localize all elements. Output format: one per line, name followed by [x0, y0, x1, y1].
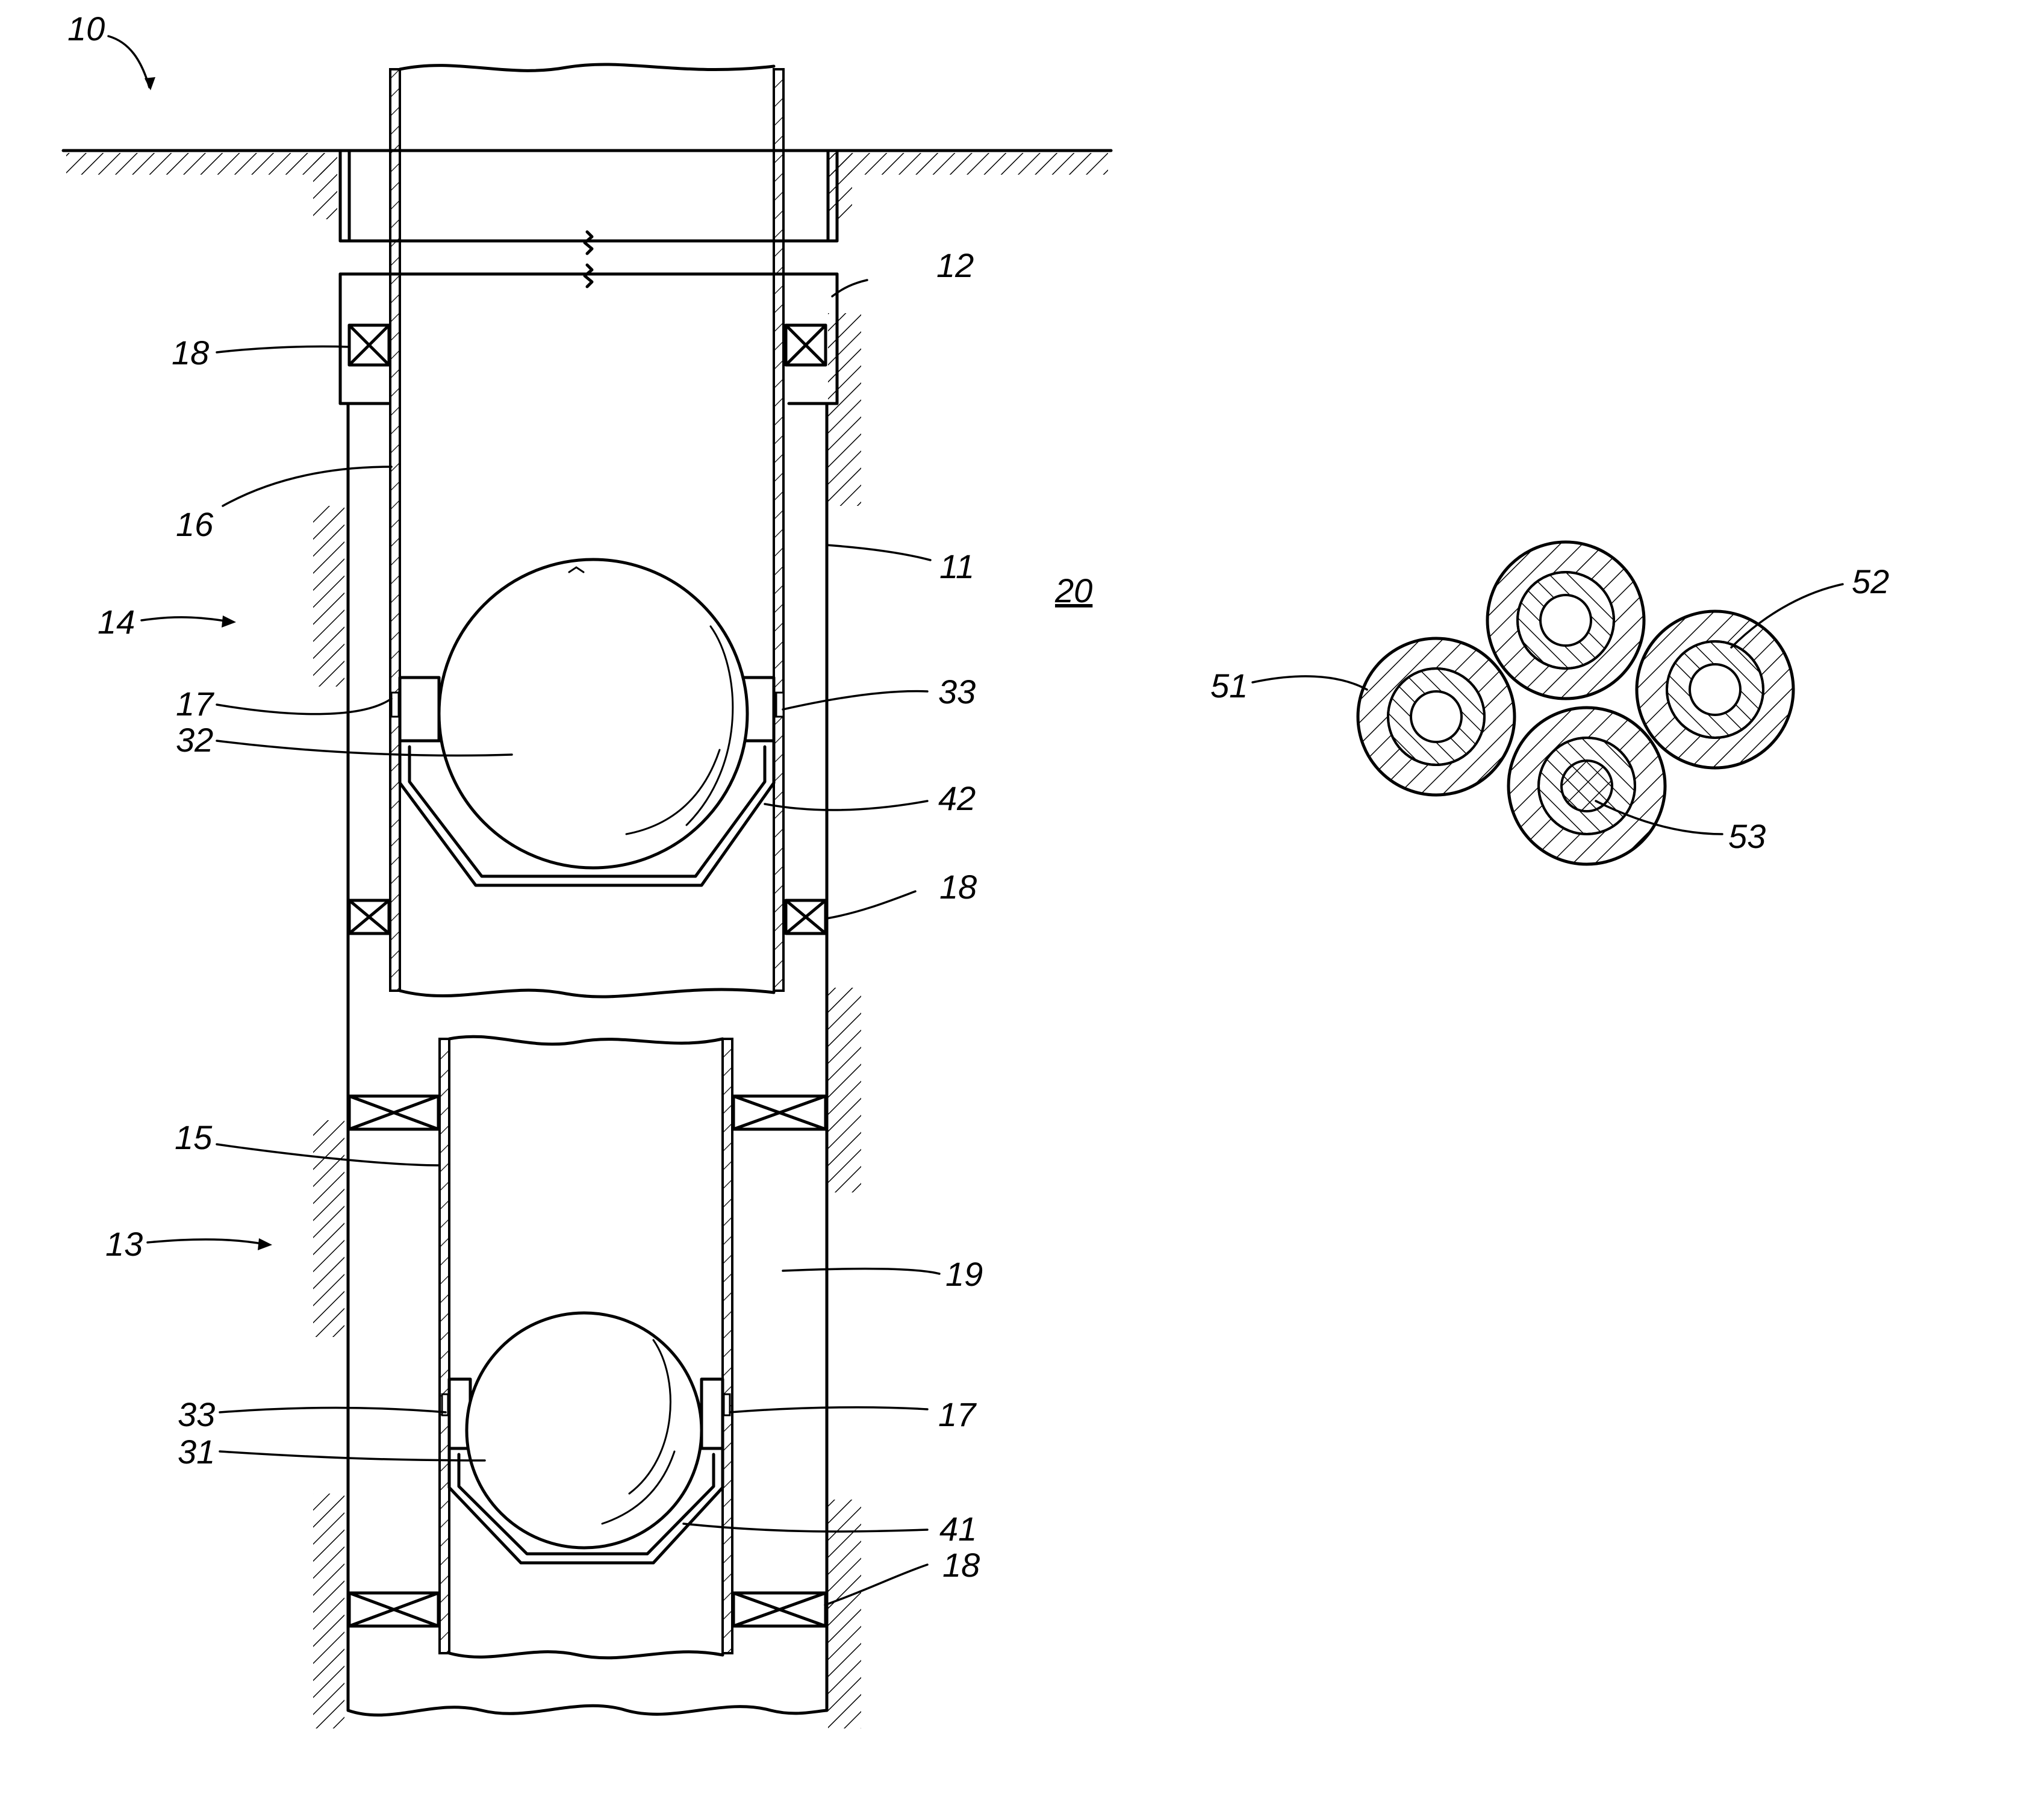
label-12: 12: [936, 246, 974, 284]
label-15: 15: [175, 1118, 213, 1156]
particle-right: [1637, 611, 1793, 768]
label-14: 14: [98, 603, 135, 641]
label-10: 10: [67, 10, 105, 48]
surface-casing: [340, 151, 837, 404]
label-18-bottom-right: 18: [942, 1546, 980, 1584]
label-51: 51: [1210, 667, 1248, 705]
label-17-lower: 17: [938, 1395, 977, 1433]
label-18-upper-left: 18: [172, 334, 209, 372]
upper-ball: [439, 559, 747, 868]
ground-surface: [63, 151, 1111, 219]
label-17-upper: 17: [176, 685, 214, 723]
label-52: 52: [1852, 563, 1889, 600]
label-19: 19: [945, 1255, 983, 1293]
label-42: 42: [938, 779, 976, 817]
particle-upper: [1487, 542, 1644, 699]
lower-ball: [467, 1313, 702, 1548]
particle-bottom: [1508, 708, 1665, 864]
label-33-lower: 33: [178, 1395, 215, 1433]
label-53: 53: [1728, 817, 1766, 855]
label-13: 13: [105, 1225, 143, 1263]
particle-left: [1358, 638, 1515, 795]
label-33-upper: 33: [938, 673, 976, 711]
label-20: 20: [1054, 572, 1092, 609]
label-11: 11: [939, 547, 974, 585]
label-32: 32: [176, 721, 213, 759]
label-41: 41: [939, 1510, 977, 1548]
label-18-mid-right: 18: [939, 868, 977, 906]
proppant-particles: [1358, 542, 1793, 864]
label-31: 31: [178, 1433, 215, 1471]
label-16: 16: [176, 505, 214, 543]
